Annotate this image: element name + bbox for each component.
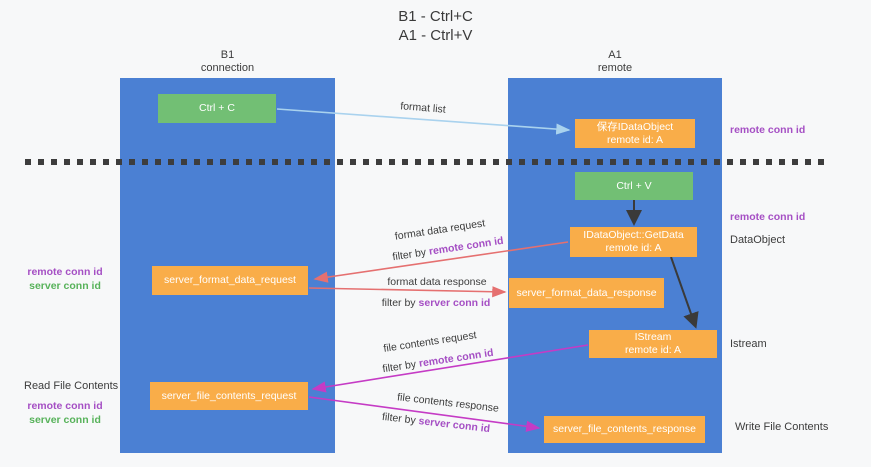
ctrl-c-label: Ctrl + C xyxy=(199,102,235,114)
left-column-header: B1 connection xyxy=(120,49,335,75)
ctrl-v-label: Ctrl + V xyxy=(616,179,652,192)
remote-conn-id-right-1: remote conn id xyxy=(730,124,806,136)
title-line-1: B1 - Ctrl+C xyxy=(398,8,473,25)
format-data-response-arrow xyxy=(308,286,507,298)
server-format-data-request-label: server_format_data_request xyxy=(164,274,296,286)
file-contents-response-arrow xyxy=(308,396,541,432)
right-column-name: A1 xyxy=(608,49,622,61)
format-data-request-arrow xyxy=(313,241,569,283)
save-dataobject-line2: remote id: A xyxy=(606,133,664,146)
getdata-line1: IDataObject::GetData xyxy=(583,229,684,241)
save-dataobject-line1: 保存IDataObject xyxy=(596,120,674,133)
getdata-to-istream-arrow xyxy=(670,256,699,329)
left-column-subtitle: connection xyxy=(200,62,255,74)
server-conn-id-text: server conn id xyxy=(418,297,491,309)
diagram-title: B1 - Ctrl+C A1 - Ctrl+V xyxy=(0,7,871,45)
server-format-data-request-box: server_format_data_request xyxy=(152,266,308,295)
server-conn-id-text: server conn id xyxy=(29,280,101,292)
istream-box: IStream remote id: A xyxy=(589,330,717,358)
server-file-contents-response-box: server_file_contents_response xyxy=(544,416,705,443)
istream-line1: IStream xyxy=(634,331,672,343)
remote-conn-id-text: remote conn id xyxy=(27,400,103,412)
left-column-name: B1 xyxy=(220,49,235,61)
istream-side-label: Istream xyxy=(730,338,767,350)
istream-line2: remote id: A xyxy=(624,344,682,356)
file-contents-request-arrow xyxy=(311,344,589,393)
format-data-response-label: format data response xyxy=(387,276,487,288)
server-file-contents-response-label: server_file_contents_response xyxy=(552,423,696,435)
server-file-contents-request-box: server_file_contents_request xyxy=(150,382,308,410)
getdata-line2: remote id: A xyxy=(605,242,662,254)
title-line-2: A1 - Ctrl+V xyxy=(398,27,473,44)
write-file-contents-label: Write File Contents xyxy=(735,421,829,433)
left-conn-id-pair-2: remote conn id server conn id xyxy=(10,399,120,427)
ctrl-c-box: Ctrl + C xyxy=(158,94,276,123)
filter-by-text: filter by xyxy=(381,297,416,309)
server-file-contents-request-label: server_file_contents_request xyxy=(161,389,297,402)
left-conn-id-pair-1: remote conn id server conn id xyxy=(10,265,120,293)
server-format-data-response-box: server_format_data_response xyxy=(509,278,664,308)
save-dataobject-box: 保存IDataObject remote id: A xyxy=(575,119,695,148)
right-column-subtitle: remote xyxy=(597,62,633,74)
dataobject-label: DataObject xyxy=(730,234,786,246)
read-file-contents-label: Read File Contents xyxy=(24,380,119,392)
remote-conn-id-text: remote conn id xyxy=(27,266,103,278)
getdata-box: IDataObject::GetData remote id: A xyxy=(570,227,697,257)
right-column-header: A1 remote xyxy=(508,49,722,75)
remote-conn-id-right-2: remote conn id xyxy=(730,211,806,223)
server-conn-id-text: server conn id xyxy=(29,414,101,426)
format-list-arrow xyxy=(276,108,571,135)
ctrl-v-box: Ctrl + V xyxy=(575,172,693,200)
server-format-data-response-label: server_format_data_response xyxy=(516,286,657,299)
